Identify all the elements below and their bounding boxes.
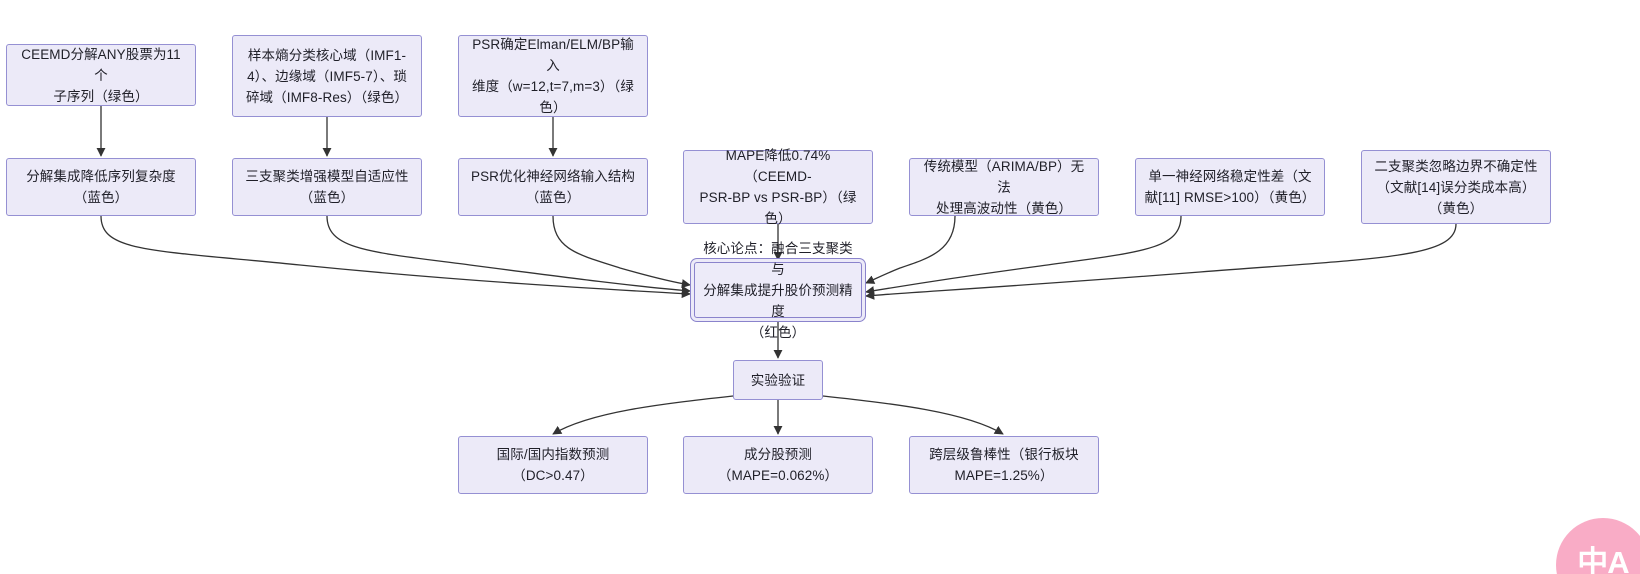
node-label: 传统模型（ARIMA/BP）无法 处理高波动性（黄色） [923,158,1085,216]
node-label: PSR确定Elman/ELM/BP输入 维度（w=12,t=7,m=3）（绿 色… [472,37,634,115]
node-two-way-clustering-boundary[interactable]: 二支聚类忽略边界不确定性 （文献[14]误分类成本高） （黄色） [1361,150,1551,224]
node-constituent-stock-forecast-result[interactable]: 成分股预测 （MAPE=0.062%） [683,436,873,494]
node-cross-level-robustness-result[interactable]: 跨层级鲁棒性（银行板块 MAPE=1.25%） [909,436,1099,494]
node-label: CEEMD分解ANY股票为11个 子序列（绿色） [21,46,181,104]
node-psr-optimizes-network-input[interactable]: PSR优化神经网络输入结构 （蓝色） [458,158,648,216]
node-three-way-clustering-adaptivity[interactable]: 三支聚类增强模型自适应性 （蓝色） [232,158,422,216]
node-label: 跨层级鲁棒性（银行板块 MAPE=1.25%） [929,447,1079,483]
node-sample-entropy-classification[interactable]: 样本熵分类核心域（IMF1- 4）、边缘域（IMF5-7）、琐 碎域（IMF8-… [232,35,422,117]
node-single-network-instability[interactable]: 单一神经网络稳定性差（文 献[11] RMSE>100）（黄色） [1135,158,1325,216]
node-experimental-validation[interactable]: 实验验证 [733,360,823,400]
node-label: 实验验证 [750,372,806,388]
node-decomposition-reduces-complexity[interactable]: 分解集成降低序列复杂度 （蓝色） [6,158,196,216]
node-label: 二支聚类忽略边界不确定性 （文献[14]误分类成本高） （黄色） [1374,158,1538,216]
edge-n4-n11 [100,215,691,299]
edge-n8-n11 [865,215,956,284]
node-label: PSR优化神经网络输入结构 （蓝色） [470,169,636,205]
node-index-forecast-result[interactable]: 国际/国内指数预测 （DC>0.47） [458,436,648,494]
edge-n10-n11 [865,223,1457,300]
node-label: 成分股预测 （MAPE=0.062%） [717,447,839,483]
edge-n12-n13 [552,395,734,435]
node-label: 三支聚类增强模型自适应性 （蓝色） [245,169,409,205]
node-label: 单一神经网络稳定性差（文 献[11] RMSE>100）（黄色） [1144,169,1316,205]
node-label: 分解集成降低序列复杂度 （蓝色） [26,169,176,205]
node-mape-reduction[interactable]: MAPE降低0.74%（CEEMD- PSR-BP vs PSR-BP）（绿 色… [683,148,873,226]
node-label: MAPE降低0.74%（CEEMD- PSR-BP vs PSR-BP）（绿 色… [699,148,857,226]
node-label: 国际/国内指数预测 （DC>0.47） [496,447,610,483]
node-core-claim[interactable]: 核心论点：融合三支聚类与 分解集成提升股价预测精度 （红色） [694,241,862,340]
edge-n6-n11 [552,215,691,289]
edge-n9-n11 [865,215,1182,296]
node-label: 核心论点：融合三支聚类与 分解集成提升股价预测精度 （红色） [703,240,853,340]
node-ceemd-decomposition[interactable]: CEEMD分解ANY股票为11个 子序列（绿色） [6,44,196,106]
watermark-badge: 中A [1556,518,1640,574]
edge-n12-n15 [822,395,1004,435]
node-traditional-model-limitation[interactable]: 传统模型（ARIMA/BP）无法 处理高波动性（黄色） [909,158,1099,216]
node-label: 样本熵分类核心域（IMF1- 4）、边缘域（IMF5-7）、琐 碎域（IMF8-… [245,47,409,105]
watermark-text: 中A [1577,545,1629,574]
edge-n5-n11 [326,215,691,295]
node-psr-input-dimension[interactable]: PSR确定Elman/ELM/BP输入 维度（w=12,t=7,m=3）（绿 色… [458,35,648,117]
